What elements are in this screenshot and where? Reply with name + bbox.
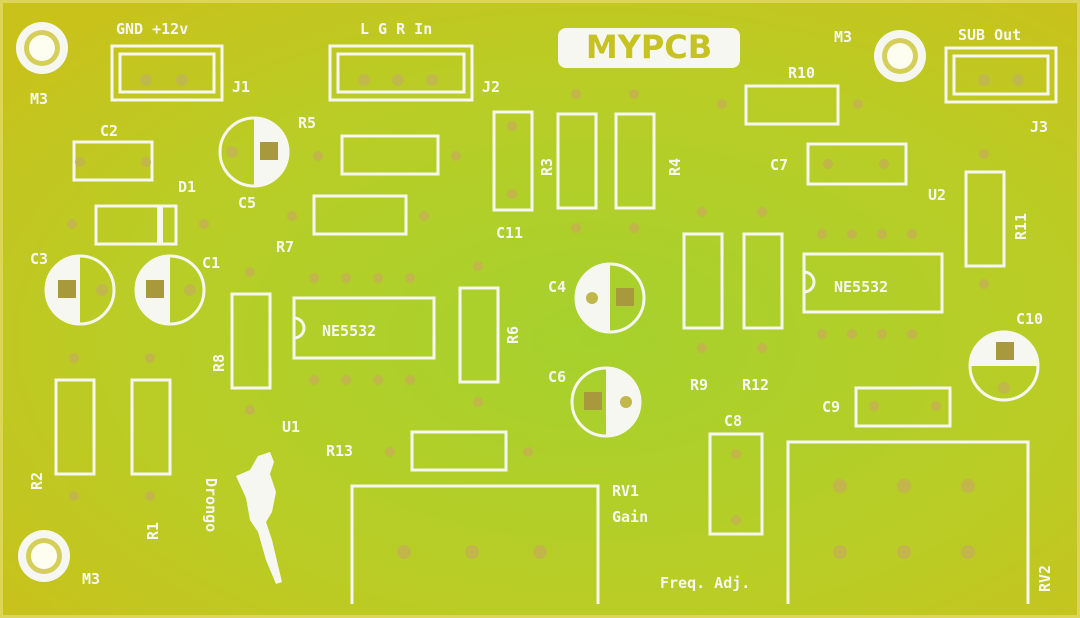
label-r3: R3: [538, 158, 556, 176]
label-u2: U2: [928, 186, 946, 204]
j1-title: GND +12v: [116, 20, 188, 38]
label-c3: C3: [30, 250, 48, 268]
label-c1: C1: [202, 254, 220, 272]
label-u1-chip: NE5532: [322, 322, 376, 340]
label-r12: R12: [742, 376, 769, 394]
label-c7: C7: [770, 156, 788, 174]
label-d1: D1: [178, 178, 196, 196]
label-r11: R11: [1012, 213, 1030, 240]
connector-j3: [944, 46, 1058, 104]
connector-j1: [110, 44, 224, 102]
pcb-pads: [67, 89, 989, 559]
label-r8: R8: [210, 354, 228, 372]
cap-c1: [134, 254, 206, 326]
m3-label-tl: M3: [30, 90, 48, 108]
cap-c5: [218, 116, 290, 188]
j2-title: L G R In: [360, 20, 432, 38]
label-r6: R6: [504, 326, 522, 344]
label-u1: U1: [282, 418, 300, 436]
label-r5: R5: [298, 114, 316, 132]
j3-label: J3: [1030, 118, 1048, 136]
label-r10: R10: [788, 64, 815, 82]
label-rv1: RV1: [612, 482, 639, 500]
label-c2: C2: [100, 122, 118, 140]
component-labels: C2 D1 R5 C5 R7 C3 C1 C11 R3 R4 R10 C7 U2…: [28, 64, 1054, 592]
svg-text:MYPCB: MYPCB: [586, 28, 712, 66]
j1-label: J1: [232, 78, 250, 96]
label-c8: C8: [724, 412, 742, 430]
label-r1: R1: [144, 522, 162, 540]
cap-c6: [570, 366, 642, 438]
label-c10: C10: [1016, 310, 1043, 328]
connector-j2: [328, 44, 474, 102]
m3-label-bl: M3: [82, 570, 100, 588]
label-r13: R13: [326, 442, 353, 460]
signature-drongo: Drongo: [202, 478, 220, 532]
j3-title: SUB Out: [958, 26, 1021, 44]
label-r9: R9: [690, 376, 708, 394]
label-r7: R7: [276, 238, 294, 256]
mounting-hole-bl: [18, 530, 70, 582]
label-rv1-title: Gain: [612, 508, 648, 526]
label-c5: C5: [238, 194, 256, 212]
cap-c10: [968, 330, 1040, 402]
m3-label-tr: M3: [834, 28, 852, 46]
mounting-hole-tr: [874, 30, 926, 82]
label-c9: C9: [822, 398, 840, 416]
label-c6: C6: [548, 368, 566, 386]
label-rv2-title: Freq. Adj.: [660, 574, 750, 592]
j2-label: J2: [482, 78, 500, 96]
mypcb-logo: MYPCB: [558, 28, 740, 68]
label-c4: C4: [548, 278, 566, 296]
cap-c4: [574, 262, 646, 334]
label-u2-chip: NE5532: [834, 278, 888, 296]
drongo-bird-drawing: [236, 452, 282, 584]
cap-c3: [44, 254, 116, 326]
mounting-hole-tl: [16, 22, 68, 74]
silkscreen-outlines: [54, 84, 1030, 604]
label-r4: R4: [666, 158, 684, 176]
label-r2: R2: [28, 472, 46, 490]
label-rv2: RV2: [1036, 565, 1054, 592]
label-c11: C11: [496, 224, 523, 242]
